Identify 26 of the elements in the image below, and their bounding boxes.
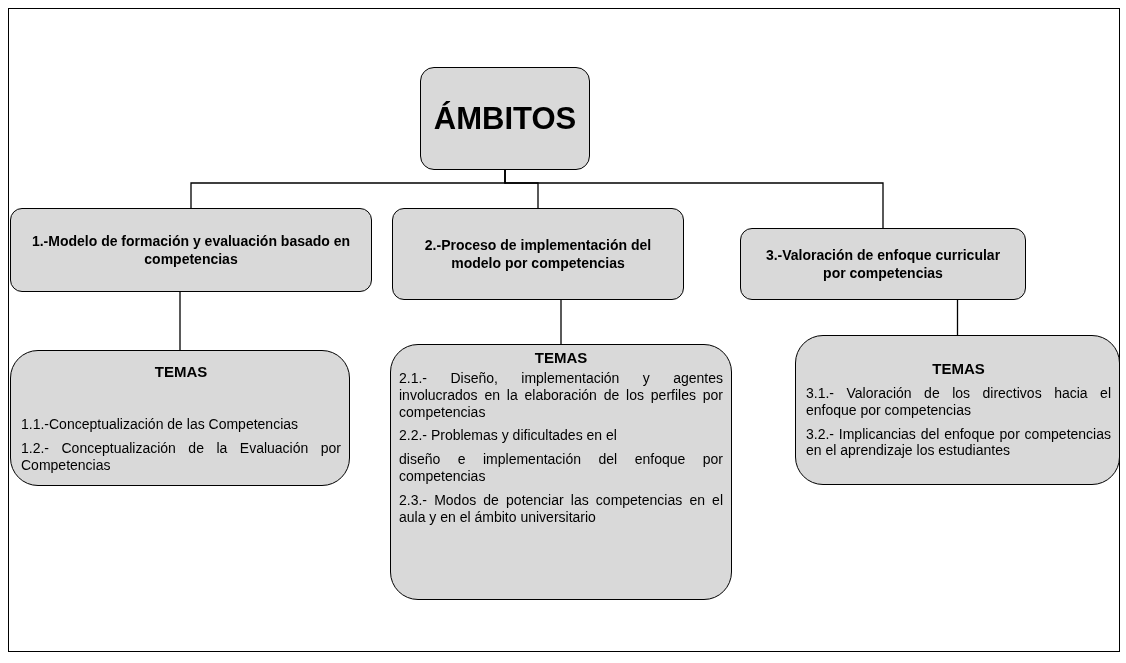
- topic-text: 2.2.- Problemas y dificultades en el: [399, 427, 618, 445]
- heading-text: 3.-Valoración de enfoque curricular por competencias: [764, 245, 1002, 283]
- topic-text: 1.2.- Conceptualización de la Evaluación por Competencias: [21, 439, 341, 474]
- topic-text: 3.2.- Implicancias del enfoque por competencias en el aprendizaje los estudiantes: [806, 425, 1111, 460]
- connector-line: [179, 291, 181, 351]
- rounded-box: [740, 228, 1026, 300]
- topic-text: 2.3.- Modos de potenciar las competencias en el aula y en el ámbito universitario: [399, 491, 723, 526]
- title-text: ÁMBITOS: [432, 100, 578, 137]
- connector-line: [956, 299, 959, 336]
- rounded-box: [420, 67, 590, 170]
- topic-text: 2.1.- Diseño, implementación y agentes involucrados en la elaboración de los perfiles por competencias: [399, 370, 723, 421]
- section-title: TEMAS: [153, 363, 209, 380]
- section-title: TEMAS: [533, 349, 589, 366]
- section-title: TEMAS: [931, 360, 986, 377]
- topic-text: 1.1.-Conceptualización de las Competencias: [21, 416, 300, 433]
- topic-text: diseño e implementación del enfoque por competencias: [399, 451, 723, 485]
- rounded-box: [10, 208, 372, 292]
- topics-box: [390, 344, 732, 600]
- connector-line: [560, 299, 562, 345]
- heading-text: 2.-Proceso de implementación del modelo por competencias: [423, 235, 653, 273]
- rounded-box: [392, 208, 684, 300]
- connector-line: [504, 169, 884, 229]
- topics-box: [795, 335, 1120, 485]
- topics-box: [10, 350, 350, 486]
- heading-text: 1.-Modelo de formación y evaluación basado en competencias: [30, 231, 352, 269]
- topic-text: 3.1.- Valoración de los directivos hacia el enfoque por competencias: [806, 385, 1111, 419]
